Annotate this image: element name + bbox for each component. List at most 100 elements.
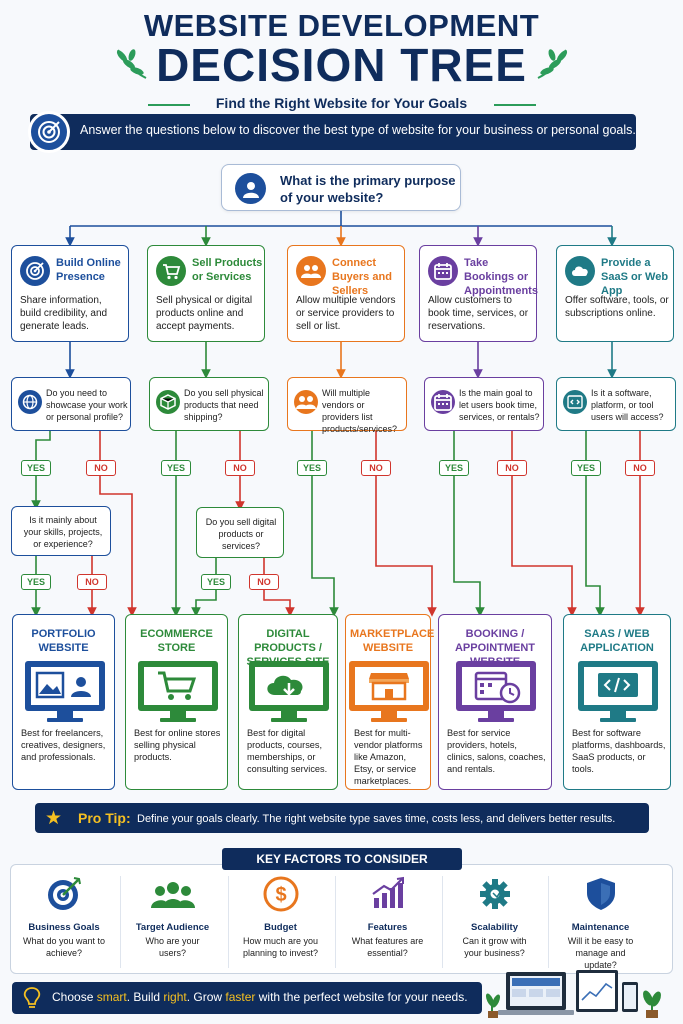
sub-question-skills: Is it mainly about your skills, projects… — [11, 506, 111, 556]
result-description: Best for multi-vendor platforms like Ama… — [354, 728, 423, 786]
footer-text-part: . Build — [126, 990, 164, 1004]
purpose-title: Connect Buyers and Sellers — [332, 257, 392, 297]
key-factor-description: Can it grow with your business? — [462, 936, 527, 958]
question-text: Is the main goal to let users book time,… — [459, 388, 540, 422]
sub-question-skills-text: Is it mainly about your skills, projects… — [23, 515, 103, 549]
key-factor: Maintenance Will it be easy to manage an… — [548, 876, 652, 970]
question-text: Is it a software, platform, or tool user… — [591, 388, 664, 422]
result-title: PORTFOLIO WEBSITE — [31, 628, 96, 654]
storefront-icon — [347, 659, 431, 730]
intro-text: Answer the questions below to discover t… — [80, 123, 636, 137]
key-factor-description: Will it be easy to manage and update? — [567, 936, 634, 970]
question-card: Do you need to showcase your work or per… — [11, 377, 131, 431]
question-text: Do you sell physical products that need … — [184, 388, 264, 422]
footer-text: Choose smart. Build right. Grow faster w… — [52, 990, 468, 1004]
result-title: MARKETPLACE WEBSITE — [350, 628, 435, 654]
purpose-title: Build Online Presence — [56, 257, 121, 283]
lightbulb-icon — [23, 987, 41, 1008]
subtitle-line-left — [148, 104, 190, 106]
calendar-icon — [428, 256, 458, 286]
result-card: MARKETPLACE WEBSITE Best for multi-vendo… — [345, 614, 435, 790]
purpose-description: Allow multiple vendors or service provid… — [296, 295, 396, 332]
intro-banner — [30, 114, 636, 150]
question-card: Will multiple vendors or providers list … — [287, 377, 407, 434]
footer-highlight: faster — [225, 990, 256, 1004]
star-icon: ★ — [45, 808, 63, 829]
target-icon — [12, 876, 116, 916]
purpose-card: Build Online Presence Share information,… — [11, 245, 129, 342]
key-factor-description: Who are your users? — [145, 936, 200, 958]
result-card: DIGITAL PRODUCTS / SERVICES SITE Best fo… — [238, 614, 338, 790]
sub-question-digital-text: Do you sell digital products or services… — [205, 517, 277, 551]
root-question-text: What is the primary purpose of your webs… — [280, 173, 456, 205]
calendar-clock-icon — [454, 659, 538, 730]
chart-up-icon — [336, 876, 439, 916]
key-factor-description: How much are you planning to invest? — [242, 936, 319, 958]
footer-highlight: right — [163, 990, 187, 1004]
audience-icon — [121, 876, 224, 916]
key-factor: Business Goals What do you want to achie… — [12, 876, 116, 968]
devices-illustration — [485, 970, 661, 1018]
tag-no: NO — [86, 460, 116, 476]
footer-highlight: smart — [96, 990, 127, 1004]
footer-text-part: Choose — [52, 990, 97, 1004]
cart-icon — [156, 256, 186, 286]
svg-text:$: $ — [275, 884, 286, 906]
key-factor: $ Budget How much are you planning to in… — [228, 876, 332, 968]
tag-no: NO — [625, 460, 655, 476]
people-icon — [294, 390, 318, 414]
tag-no: NO — [497, 460, 527, 476]
question-card: Is it a software, platform, or tool user… — [556, 377, 676, 431]
key-factor: Features What features are essential? — [335, 876, 439, 968]
tag-yes: YES — [21, 574, 51, 590]
question-text: Will multiple vendors or providers list … — [322, 388, 398, 434]
user-icon — [235, 173, 266, 204]
result-description: Best for service providers, hotels, clin… — [447, 728, 546, 774]
people-icon — [296, 256, 326, 286]
result-card: BOOKING / APPOINTMENT WEBSITE Best for s… — [438, 614, 552, 790]
key-factor-title: Features — [367, 922, 408, 933]
pro-tip-text: Define your goals clearly. The right web… — [137, 813, 616, 825]
purpose-card: Provide a SaaS or Web App Offer software… — [556, 245, 674, 342]
pro-tip-label: Pro Tip: — [78, 810, 131, 826]
code-gear-icon — [576, 659, 660, 730]
store-cart-icon — [136, 659, 220, 730]
key-factor-title: Budget — [264, 922, 297, 933]
result-title: ECOMMERCE STORE — [140, 628, 213, 654]
code-icon — [563, 390, 587, 414]
tag-yes: YES — [297, 460, 327, 476]
tag-no: NO — [249, 574, 279, 590]
question-card: Do you sell physical products that need … — [149, 377, 269, 431]
purpose-description: Sell physical or digital products online… — [156, 295, 253, 332]
key-factor-description: What features are essential? — [351, 936, 424, 958]
footer-banner — [12, 982, 482, 1014]
tag-yes: YES — [21, 460, 51, 476]
key-factor-title: Maintenance — [571, 922, 630, 933]
tag-yes: YES — [161, 460, 191, 476]
purpose-description: Share information, build credibility, an… — [20, 295, 108, 332]
subtitle: Find the Right Website for Your Goals — [215, 95, 468, 111]
shield-icon — [549, 876, 652, 916]
purpose-description: Allow customers to book time, services, … — [428, 295, 529, 332]
tag-yes: YES — [571, 460, 601, 476]
portfolio-icon — [23, 659, 107, 730]
title-line-2: DECISION TREE — [156, 39, 527, 91]
result-description: Best for freelancers, creatives, designe… — [21, 728, 106, 762]
calendar-icon — [431, 390, 455, 414]
result-description: Best for software platforms, dashboards,… — [572, 728, 666, 774]
laurel-right-icon — [537, 49, 568, 79]
gear-icon — [443, 876, 546, 916]
purpose-card: Sell Products or Services Sell physical … — [147, 245, 265, 342]
root-question-box: What is the primary purpose of your webs… — [221, 164, 461, 211]
tag-no: NO — [225, 460, 255, 476]
key-factor-title: Business Goals — [28, 922, 100, 933]
question-card: Is the main goal to let users book time,… — [424, 377, 544, 431]
result-title: SAAS / WEB APPLICATION — [580, 628, 654, 654]
tag-no: NO — [361, 460, 391, 476]
purpose-description: Offer software, tools, or subscriptions … — [565, 295, 669, 319]
result-card: ECOMMERCE STORE Best for online stores s… — [125, 614, 228, 790]
target-icon — [20, 256, 50, 286]
cloud-icon — [565, 256, 595, 286]
result-card: PORTFOLIO WEBSITE Best for freelancers, … — [12, 614, 115, 790]
purpose-card: Connect Buyers and Sellers Allow multipl… — [287, 245, 405, 342]
